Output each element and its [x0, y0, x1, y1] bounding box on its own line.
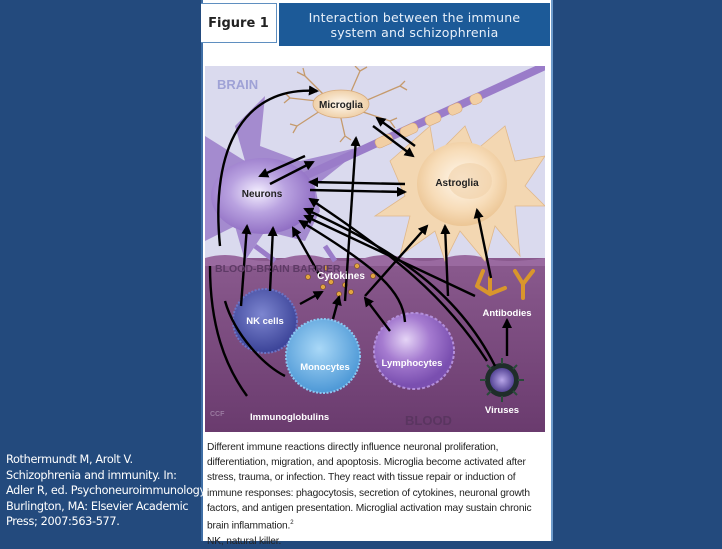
neuron-cell: [205, 96, 365, 263]
immune-schizophrenia-diagram: BRAIN BLOOD-BRAIN BARRIER BLOOD Microgli…: [205, 66, 545, 432]
figure-label: Figure 1: [201, 3, 277, 43]
label-immunoglobulins: Immunoglobulins: [250, 412, 329, 423]
astroglia-cell: [373, 125, 545, 263]
antibodies-icon: [475, 269, 535, 300]
label-nk-cells: NK cells: [246, 316, 284, 327]
figure-title-line-2: system and schizophrenia: [330, 24, 499, 40]
label-microglia: Microglia: [319, 100, 363, 111]
nk-cell: [232, 288, 298, 354]
figure-title-line-1: Interaction between the immune: [308, 9, 521, 25]
figure-caption: Different immune reactions directly infl…: [207, 440, 547, 549]
citation-line: Burlington, MA: Elsevier Academic: [6, 499, 189, 513]
citation-line: Schizophrenia and immunity. In:: [6, 468, 177, 482]
label-cytokines: Cytokines: [317, 271, 365, 282]
citation-line: Rothermundt M, Arolt V.: [6, 453, 133, 466]
label-neurons: Neurons: [242, 189, 283, 200]
citation-line: Adler R, ed. Psychoneuroimmunology.: [6, 484, 208, 497]
caption-text: Different immune reactions directly infl…: [207, 442, 532, 532]
watermark: CCF: [210, 411, 225, 418]
citation: Rothermundt M, Arolt V. Schizophrenia an…: [6, 452, 208, 530]
region-label-barrier: BLOOD-BRAIN BARRIER: [215, 263, 341, 275]
label-lymphocytes: Lymphocytes: [382, 358, 443, 369]
figure-title: Interaction between the immune system an…: [279, 3, 550, 46]
lymphocyte-cell: [373, 312, 455, 390]
region-label-blood: BLOOD: [405, 413, 452, 428]
citation-line: Press; 2007:563-577.: [6, 515, 120, 528]
cytokine-dots: [305, 263, 376, 297]
label-astroglia: Astroglia: [435, 178, 479, 189]
microglia-cell: [283, 66, 408, 143]
footnote-ref: 2: [290, 520, 294, 527]
label-monocytes: Monocytes: [300, 362, 350, 373]
blood-brain-barrier: [205, 255, 545, 266]
virus-icon: [480, 358, 524, 402]
myelin-sheaths: [374, 92, 483, 149]
interaction-arrows: [208, 85, 513, 397]
caption-abbreviation: NK, natural killer.: [207, 535, 282, 547]
label-antibodies: Antibodies: [482, 308, 531, 319]
label-viruses: Viruses: [485, 405, 519, 416]
region-label-brain: BRAIN: [217, 77, 258, 92]
monocyte-cell: [285, 318, 361, 394]
